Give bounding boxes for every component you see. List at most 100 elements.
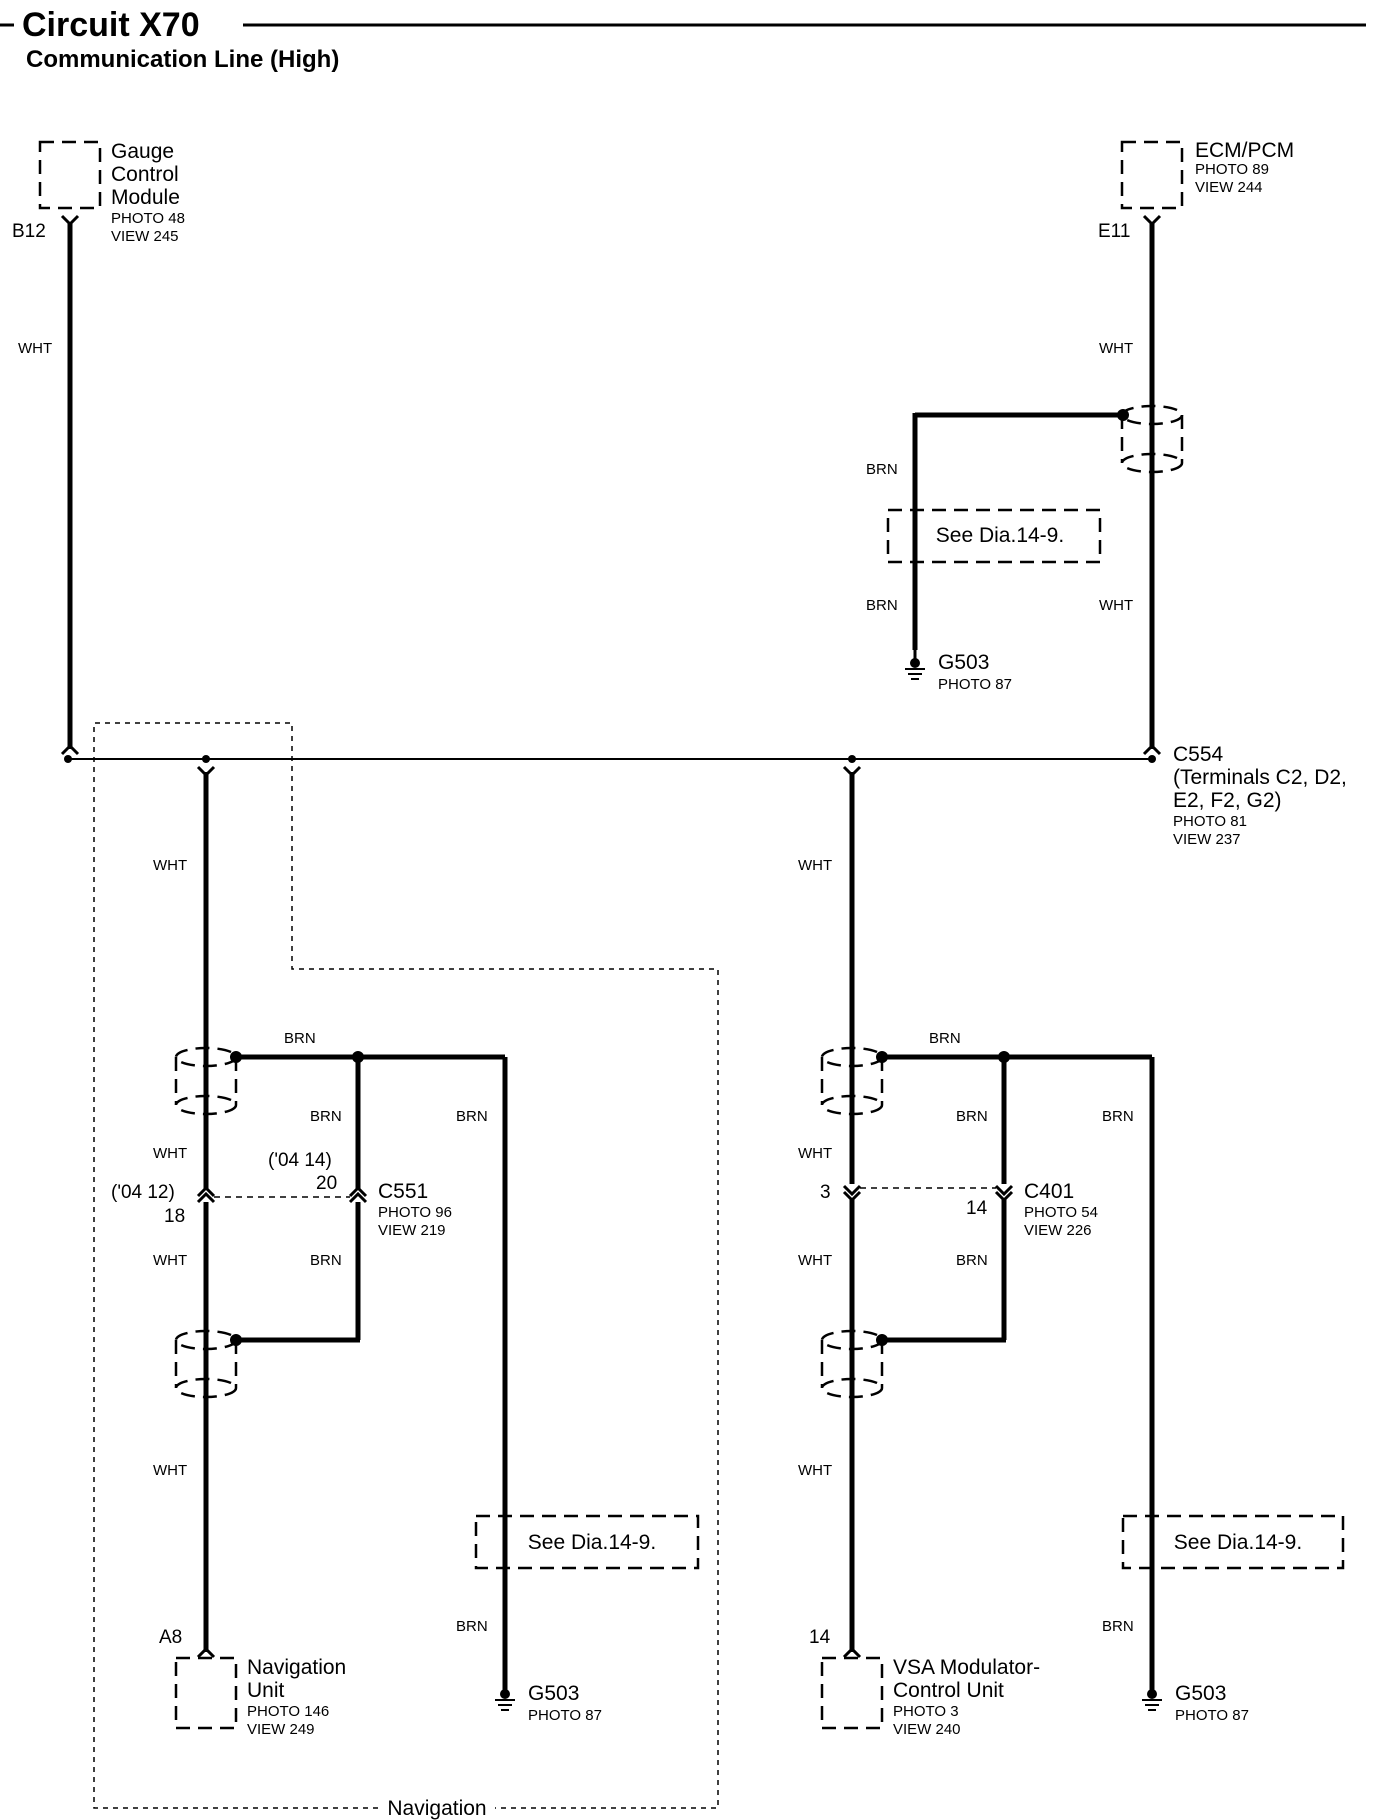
vsa-wire-color-1: WHT — [798, 857, 832, 874]
vsa-wire-color-2: WHT — [798, 1145, 832, 1162]
see-diagram-box-nav: See Dia.14-9. — [474, 1514, 700, 1570]
c551-right-pin: 20 — [316, 1173, 337, 1194]
vsa-modulator-control-unit: 14 VSA Modulator- Control Unit PHOTO 3 V… — [809, 1627, 1040, 1738]
ecm-pcm-box — [1120, 140, 1184, 210]
ground-nav-dot — [500, 1689, 510, 1699]
gauge-control-module: Gauge Control Module PHOTO 48 VIEW 245 B… — [12, 140, 185, 245]
nav-shield-2 — [174, 1329, 238, 1399]
vsa-wire-color-4: WHT — [798, 1462, 832, 1479]
vsa-name-line-2: Control Unit — [893, 1679, 1004, 1702]
ground-symbol-top — [905, 650, 925, 680]
see-diagram-note-nav: See Dia.14-9. — [528, 1531, 656, 1554]
c551-left-pin: 18 — [164, 1206, 185, 1227]
nav-pin-label: A8 — [159, 1627, 182, 1648]
ground-vsa-name: G503 — [1175, 1682, 1226, 1705]
see-diagram-box-top-mask — [918, 514, 1068, 558]
c551-left-terminal — [196, 1185, 216, 1204]
gauge-name-line-3: Module — [111, 186, 180, 209]
nav-wire-color-4: WHT — [153, 1462, 187, 1479]
gauge-wire-color: WHT — [18, 340, 52, 357]
ecm-photo-ref: PHOTO 89 — [1195, 161, 1269, 178]
ground-nav-photo: PHOTO 87 — [528, 1707, 602, 1724]
nav-wire-color-2: WHT — [153, 1145, 187, 1162]
c401-right-pin: 14 — [966, 1198, 988, 1219]
gauge-name-line-2: Control — [111, 163, 179, 186]
ecm-view-ref: VIEW 244 — [1195, 179, 1263, 196]
c551-photo: PHOTO 96 — [378, 1204, 452, 1221]
c401-view: VIEW 226 — [1024, 1222, 1092, 1239]
nav-brn-color-1: BRN — [310, 1108, 342, 1125]
ground-nav-name: G503 — [528, 1682, 579, 1705]
navigation-region-outline — [93, 722, 719, 1809]
vsa-drain-color-top: BRN — [929, 1030, 961, 1047]
vsa-unit-box — [820, 1656, 884, 1730]
ground-vsa-dot — [1147, 1689, 1157, 1699]
c401-name: C401 — [1024, 1180, 1074, 1203]
ground-symbol-nav — [495, 1689, 515, 1711]
ecm-shield — [1120, 404, 1184, 474]
nav-wire-color-1: WHT — [153, 857, 187, 874]
nav-shield-1 — [174, 1045, 238, 1116]
navigation-unit-box — [174, 1656, 238, 1730]
see-diagram-note-top: See Dia.14-9. — [936, 524, 1064, 547]
vsa-unit-pin-terminal — [842, 1646, 862, 1659]
nav-brn-color-2: BRN — [310, 1252, 342, 1269]
c551-view: VIEW 219 — [378, 1222, 446, 1239]
nav-name-line-1: Navigation — [247, 1656, 346, 1679]
gauge-name-line-1: Gauge — [111, 140, 174, 163]
ecm-wire-color-lower: WHT — [1099, 597, 1133, 614]
bus-junction-nav — [202, 755, 210, 763]
c551-name: C551 — [378, 1180, 428, 1203]
ecm-bus-terminal — [1142, 743, 1162, 756]
gauge-photo-ref: PHOTO 48 — [111, 210, 185, 227]
nav-name-line-2: Unit — [247, 1679, 285, 1702]
see-diagram-box-nav-mask — [512, 1520, 662, 1564]
c551-right-terminal — [348, 1185, 368, 1204]
nav-photo-ref: PHOTO 146 — [247, 1703, 329, 1720]
c401-photo: PHOTO 54 — [1024, 1204, 1098, 1221]
c401-left-terminal — [842, 1184, 862, 1203]
c554-line-3: E2, F2, G2) — [1173, 789, 1282, 812]
c401-left-pin: 3 — [820, 1182, 831, 1203]
see-diagram-box-vsa-mask — [1158, 1520, 1308, 1564]
see-diagram-box-nav-frame — [474, 1514, 700, 1570]
nav-drain-color-top: BRN — [284, 1030, 316, 1047]
ecm-name: ECM/PCM — [1195, 139, 1294, 162]
vsa-shield-2 — [820, 1329, 884, 1399]
vsa-name-line-1: VSA Modulator- — [893, 1656, 1040, 1679]
nav-view-ref: VIEW 249 — [247, 1721, 315, 1738]
ground-top-name: G503 — [938, 651, 989, 674]
gauge-view-ref: VIEW 245 — [111, 228, 179, 245]
c551-right-pin-note: ('04 14) — [268, 1150, 332, 1171]
c401-right-terminal — [994, 1184, 1014, 1203]
ecm-drain-color-upper: BRN — [866, 461, 898, 478]
vsa-pin-label: 14 — [809, 1627, 831, 1648]
c551-left-pin-note: ('04 12) — [111, 1182, 175, 1203]
navigation-unit: A8 Navigation Unit PHOTO 146 VIEW 249 — [159, 1627, 346, 1738]
ecm-drain-color-lower: BRN — [866, 597, 898, 614]
gauge-pin-label: B12 — [12, 221, 46, 242]
ecm-wire-color-upper: WHT — [1099, 340, 1133, 357]
navigation-region-label: Navigation — [387, 1797, 486, 1820]
vsa-photo-ref: PHOTO 3 — [893, 1703, 959, 1720]
vsa-view-ref: VIEW 240 — [893, 1721, 961, 1738]
see-diagram-box-top: See Dia.14-9. — [886, 508, 1102, 564]
gauge-control-module-box — [38, 140, 102, 210]
ecm-pin-label: E11 — [1098, 221, 1130, 242]
see-diagram-box-vsa-frame — [1121, 1514, 1345, 1570]
nav-wire-color-3: WHT — [153, 1252, 187, 1269]
c554-photo: PHOTO 81 — [1173, 813, 1247, 830]
bus-junction-right — [1148, 755, 1156, 763]
vsa-ground-color-1: BRN — [1102, 1108, 1134, 1125]
bus-junction-left — [64, 755, 72, 763]
bus-junction-vsa — [848, 755, 856, 763]
ground-vsa-photo: PHOTO 87 — [1175, 1707, 1249, 1724]
nav-ground-color-2: BRN — [456, 1618, 488, 1635]
nav-ground-color-1: BRN — [456, 1108, 488, 1125]
ecm-pcm: ECM/PCM PHOTO 89 VIEW 244 E11 — [1098, 139, 1294, 242]
c554-line-2: (Terminals C2, D2, — [1173, 766, 1347, 789]
vsa-ground-color-2: BRN — [1102, 1618, 1134, 1635]
vsa-wire-color-3: WHT — [798, 1252, 832, 1269]
page-title: Circuit X70 — [22, 6, 200, 44]
